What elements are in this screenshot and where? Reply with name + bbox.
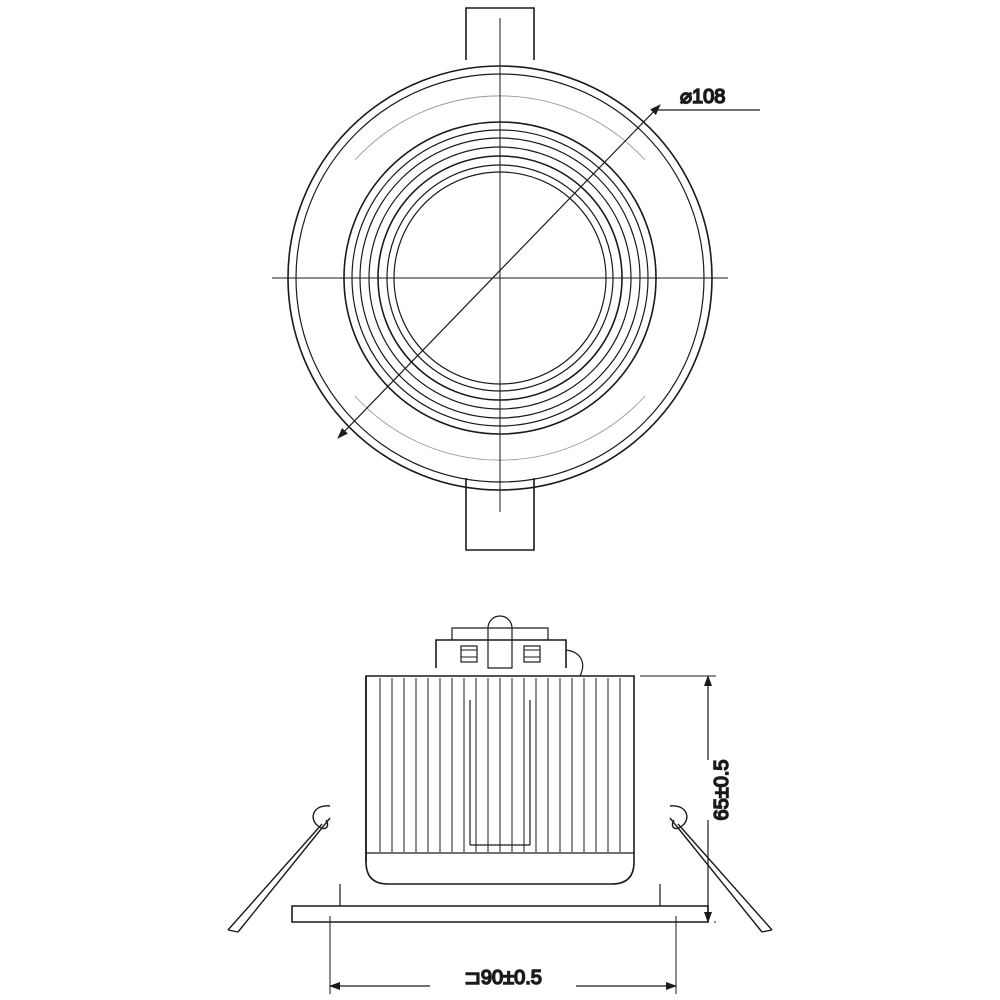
- cutout-diameter-dimension: [329, 916, 677, 994]
- top-view-group: ⌀108: [272, 7, 760, 551]
- top-view-mounting-tab-lower: [465, 478, 535, 551]
- front-view-spring-clip-left: [227, 805, 331, 933]
- top-view-centerlines: [272, 18, 728, 512]
- cutout-diameter-label: ⊐90±0.5: [464, 967, 542, 989]
- top-view-mounting-tab-upper: [465, 7, 535, 60]
- height-dimension: [640, 675, 716, 923]
- front-view-heatsink-body: [365, 675, 635, 885]
- front-view-reflector: [469, 700, 531, 846]
- outer-diameter-leader: [337, 104, 760, 439]
- front-view-terminal-block: [435, 615, 584, 677]
- height-dimension-label: 65±0.5: [711, 759, 733, 820]
- front-view-trim-flange: [291, 884, 709, 923]
- front-view-group: 65±0.5 ⊐90±0.5: [227, 615, 773, 994]
- outer-diameter-label: ⌀108: [680, 86, 725, 108]
- front-view-heatsink-fins: [379, 678, 621, 852]
- front-view-spring-clip-right: [669, 805, 773, 933]
